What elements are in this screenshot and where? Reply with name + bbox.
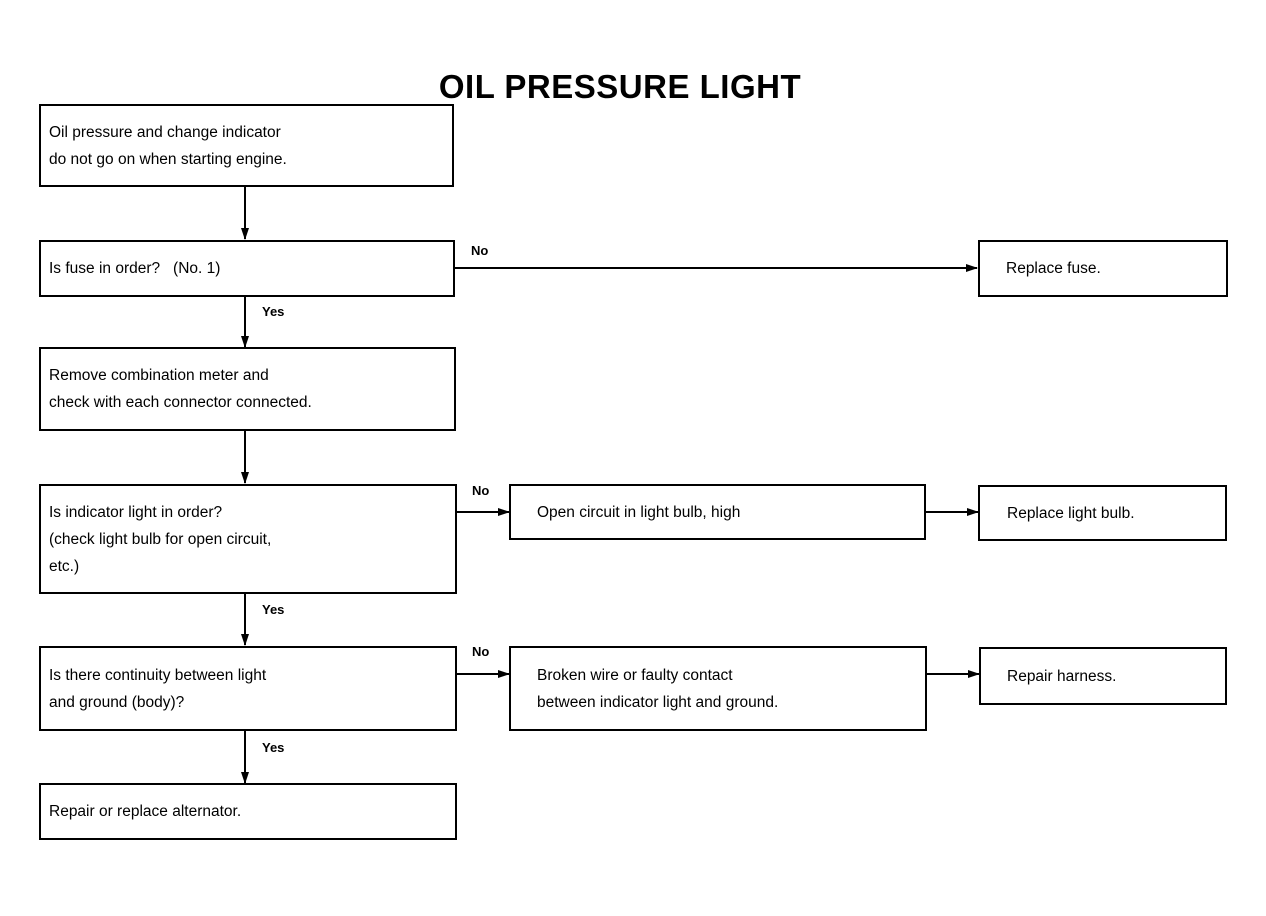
node-remove-meter-line-1: Remove combination meter and bbox=[49, 367, 269, 384]
node-repair-alternator: Repair or replace alternator. bbox=[39, 783, 457, 840]
diagram-title: OIL PRESSURE LIGHT bbox=[438, 68, 802, 105]
edge-label-indicator-yes: Yes bbox=[262, 602, 285, 617]
node-repair-harness: Repair harness. bbox=[979, 647, 1227, 705]
node-start-line-2: do not go on when starting engine. bbox=[49, 150, 287, 168]
node-repair-harness-line-1: Repair harness. bbox=[1007, 667, 1117, 685]
edge-label-continuity-yes: Yes bbox=[262, 740, 285, 755]
edge-label-continuity-no: No bbox=[472, 644, 490, 659]
node-replace-fuse: Replace fuse. bbox=[978, 240, 1228, 297]
node-replace-fuse-line-1: Replace fuse. bbox=[1006, 260, 1101, 277]
node-indicator-check: Is indicator light in order? (check ligh… bbox=[39, 484, 457, 594]
node-remove-meter: Remove combination meter and check with … bbox=[39, 347, 456, 431]
node-repair-alternator-line-1: Repair or replace alternator. bbox=[49, 803, 242, 820]
node-broken-wire: Broken wire or faulty contact between in… bbox=[509, 646, 927, 731]
node-replace-bulb: Replace light bulb. bbox=[978, 485, 1227, 541]
node-remove-meter-line-2: check with each connector connected. bbox=[49, 394, 312, 411]
node-replace-bulb-line-1: Replace light bulb. bbox=[1007, 504, 1135, 522]
node-fuse-check: Is fuse in order? (No. 1) bbox=[39, 240, 455, 297]
node-indicator-check-line-1: Is indicator light in order? bbox=[49, 503, 223, 521]
node-open-circuit: Open circuit in light bulb, high bbox=[509, 484, 926, 540]
node-continuity-check-line-1: Is there continuity between light bbox=[49, 666, 267, 684]
edge-label-fuse-no: No bbox=[471, 243, 489, 258]
node-start-line-1: Oil pressure and change indicator bbox=[49, 123, 281, 141]
node-broken-wire-line-1: Broken wire or faulty contact bbox=[537, 666, 733, 684]
edge-label-fuse-yes: Yes bbox=[262, 304, 285, 319]
node-continuity-check-line-2: and ground (body)? bbox=[49, 693, 185, 711]
node-fuse-check-line-1: Is fuse in order? (No. 1) bbox=[49, 260, 221, 277]
node-broken-wire-line-2: between indicator light and ground. bbox=[537, 693, 779, 711]
node-start: Oil pressure and change indicator do not… bbox=[39, 104, 454, 187]
node-continuity-check: Is there continuity between light and gr… bbox=[39, 646, 457, 731]
edge-label-indicator-no: No bbox=[472, 483, 490, 498]
node-indicator-check-line-2: (check light bulb for open circuit, bbox=[49, 530, 272, 548]
node-open-circuit-line-1: Open circuit in light bulb, high bbox=[537, 503, 741, 521]
node-indicator-check-line-3: etc.) bbox=[49, 557, 80, 575]
